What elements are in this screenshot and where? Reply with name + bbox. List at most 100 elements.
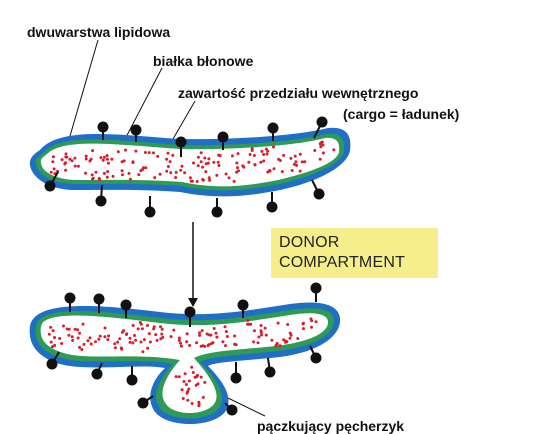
cargo-dot [142, 338, 146, 342]
cargo-dot [101, 158, 105, 162]
leader-line-proteins [123, 67, 163, 142]
cargo-dot [203, 344, 207, 348]
cargo-dot [67, 327, 71, 331]
cargo-dot [224, 344, 227, 348]
cargo-dot [298, 152, 302, 156]
cargo-dot [177, 375, 181, 379]
cargo-dot [147, 332, 151, 336]
cargo-dot [196, 373, 199, 377]
cargo-dot [51, 155, 55, 159]
cargo-dot [76, 164, 80, 168]
cargo-dot [241, 164, 245, 168]
cargo-dot [94, 340, 97, 344]
protein-head [267, 122, 279, 134]
cargo-dot [199, 151, 203, 155]
cargo-dot [206, 344, 210, 348]
cargo-dot [262, 153, 266, 156]
cargo-dot [102, 171, 106, 175]
cargo-dot [78, 331, 82, 335]
protein-head [91, 368, 103, 380]
cargo-dot [212, 327, 216, 330]
cargo-dot [183, 171, 187, 175]
cargo-dot [252, 340, 256, 344]
cargo-dot [80, 348, 84, 351]
cargo-dot [174, 170, 178, 174]
cargo-dot [270, 338, 274, 342]
cargo-dot [88, 336, 92, 340]
label-lipid-bilayer: dwuwarstwa lipidowa [27, 24, 171, 40]
cargo-dot [204, 170, 208, 174]
protein-head [211, 206, 223, 218]
cargo-dot [319, 141, 323, 145]
cargo-dot [70, 335, 74, 339]
protein-head [264, 366, 276, 378]
cargo-dot [253, 163, 257, 166]
cargo-dot [179, 344, 183, 348]
cargo-dot [199, 160, 203, 164]
cargo-dot [293, 154, 297, 158]
cargo-dot [201, 178, 205, 182]
cargo-dot [124, 148, 127, 152]
cargo-dot [247, 322, 251, 326]
cargo-dot [227, 176, 231, 180]
cargo-dot [53, 343, 57, 347]
cargo-dot [110, 157, 114, 161]
cargo-dot [73, 156, 77, 160]
cargo-dot [121, 173, 124, 177]
cargo-dot [286, 323, 290, 326]
cargo-dot [195, 341, 199, 345]
cargo-dot [288, 336, 292, 340]
cargo-dot [193, 375, 197, 379]
cargo-dot [144, 166, 148, 170]
cargo-dot [280, 170, 284, 174]
cargo-dot [214, 331, 218, 335]
cargo-dot [247, 160, 251, 164]
cargo-dot [53, 336, 56, 339]
cargo-dot [190, 402, 194, 405]
cargo-dot [81, 322, 85, 326]
cargo-dot [131, 341, 135, 345]
cargo-dot [252, 329, 256, 333]
cargo-dot [141, 166, 145, 170]
cargo-dot [203, 380, 207, 384]
cargo-dot [99, 156, 103, 160]
cargo-dot [158, 172, 162, 176]
cargo-dot [197, 400, 201, 404]
cargo-dot [186, 390, 190, 394]
cargo-dot [64, 168, 68, 172]
cargo-dot [146, 346, 150, 350]
cargo-dot [174, 176, 178, 179]
protein-head [226, 404, 238, 416]
cargo-dot [89, 342, 93, 346]
donor-compartment-budding [29, 282, 341, 424]
cargo-dot [248, 153, 252, 156]
cargo-dot [94, 170, 98, 174]
cargo-dot [128, 177, 132, 181]
cargo-dot [152, 327, 156, 331]
cargo-dot [201, 165, 204, 169]
cargo-dot [303, 160, 307, 164]
cargo-dot [205, 332, 209, 336]
protein-head [266, 201, 278, 213]
protein-head [310, 352, 322, 364]
cargo-dot [265, 152, 269, 156]
cargo-dot [86, 339, 90, 343]
cargo-dot [302, 327, 305, 331]
protein-head [93, 293, 105, 305]
cargo-particles-bottom [47, 317, 318, 408]
cargo-dot [139, 340, 143, 344]
cargo-dot [184, 383, 188, 386]
protein-head [184, 306, 196, 318]
donor-compartment-label-box: DONOR COMPARTMENT [271, 228, 438, 278]
cargo-dot [98, 334, 102, 338]
cargo-dot [106, 161, 110, 165]
cargo-dot [50, 345, 54, 349]
cargo-dot [285, 340, 289, 344]
cargo-particles [49, 140, 336, 183]
cargo-dot [318, 157, 322, 161]
cargo-dot [216, 160, 220, 164]
cargo-dot [71, 338, 75, 342]
cargo-dot [185, 332, 189, 336]
cargo-dot [225, 335, 229, 338]
